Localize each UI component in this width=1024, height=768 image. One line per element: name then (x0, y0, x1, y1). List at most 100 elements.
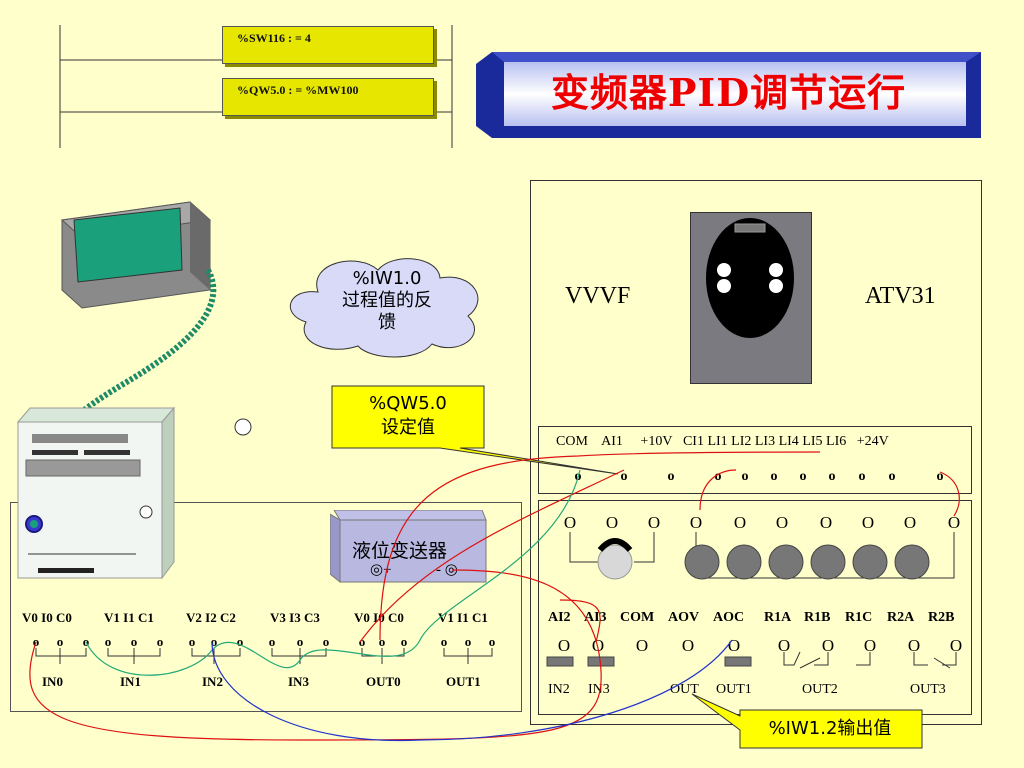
plc-group-in0: V0 I0 C0 (22, 610, 72, 625)
atv31-label: ATV31 (865, 283, 936, 309)
sub-out3: OUT3 (910, 682, 946, 697)
svg-text:o: o (83, 634, 90, 649)
svg-text:o: o (829, 469, 836, 484)
terminal-li5: LI5 (802, 434, 823, 449)
ladder-operate-block-1: %SW116 : = 4 (222, 26, 434, 64)
svg-text:o: o (379, 634, 386, 649)
terminal-li2: LI2 (731, 434, 752, 449)
terminal-ci1: CI1 (682, 434, 704, 449)
wire-teal-signal (85, 469, 581, 676)
terminal-10v: +10V (640, 434, 673, 449)
term-ai2: AI2 (548, 610, 571, 625)
setpoint-line2: 设定值 (381, 417, 435, 438)
svg-text:O: O (864, 636, 876, 655)
plc-and-monitor (16, 201, 217, 580)
terminal-li3: LI3 (754, 434, 776, 449)
sub-out1: OUT1 (716, 682, 752, 697)
svg-text:o: o (131, 634, 138, 649)
vvvf-label: VVVF (565, 283, 631, 309)
svg-text:o: o (621, 469, 628, 484)
svg-text:O: O (734, 513, 746, 532)
svg-text:o: o (715, 469, 722, 484)
svg-text:o: o (189, 634, 196, 649)
sub-in2: IN2 (548, 682, 570, 697)
plc-group-in3: V3 I3 C3 (270, 610, 320, 625)
svg-text:o: o (771, 469, 778, 484)
plc-group-in1: V1 I1 C1 (104, 610, 154, 625)
svg-text:o: o (937, 469, 944, 484)
svg-text:O: O (690, 513, 702, 532)
terminal-li4: LI4 (778, 434, 799, 449)
cloud-line1: %IW1.0 (352, 268, 422, 289)
svg-text:o: o (237, 634, 244, 649)
term-aoc: AOC (713, 610, 745, 625)
wire-transmitter-minus (29, 569, 602, 741)
svg-text:o: o (489, 634, 496, 649)
plc-name-in1: IN1 (120, 674, 141, 689)
output-callout-shape (691, 693, 923, 749)
output-callout-text: %IW1.2输出值 (768, 718, 892, 739)
wire-li-loop (699, 469, 737, 511)
svg-text:o: o (33, 634, 40, 649)
term-r1a: R1A (764, 610, 792, 625)
svg-text:o: o (57, 634, 64, 649)
plc-name-in0: IN0 (42, 674, 63, 689)
bottom-terminal-labels: AI2 AI3 COM AOV AOC R1A R1B R1C R2A R2B (548, 610, 978, 630)
title-banner (476, 52, 981, 138)
term-ai3: AI3 (584, 610, 607, 625)
svg-text:o: o (323, 634, 330, 649)
cloud-text: %IW1.0 过程值的反 馈 (282, 268, 492, 334)
svg-text:o: o (157, 634, 164, 649)
drive-keypad (690, 212, 812, 384)
svg-text:O: O (948, 513, 960, 532)
setpoint-text: %QW5.0 设定值 (334, 392, 482, 440)
term-r2b: R2B (928, 610, 955, 625)
term-aov: AOV (668, 610, 700, 625)
plc-name-out0: OUT0 (366, 674, 401, 689)
svg-text:O: O (822, 636, 834, 655)
sub-in3: IN3 (588, 682, 610, 697)
terminal-ai1: AI1 (601, 434, 623, 449)
ladder-operate-block-2: %QW5.0 : = %MW100 (222, 78, 434, 116)
svg-text:o: o (105, 634, 112, 649)
wire-aoc-feedback (211, 639, 733, 742)
svg-text:O: O (682, 636, 694, 655)
svg-text:o: o (359, 634, 366, 649)
wire-out0-to-ai1 (359, 469, 625, 643)
plc-name-out1: OUT1 (446, 674, 481, 689)
term-r1b: R1B (804, 610, 831, 625)
bottom-sub-labels: IN2 IN3 OUT OUT1 OUT2 OUT3 (548, 682, 978, 702)
svg-text:O: O (558, 636, 570, 655)
plc-name-in2: IN2 (202, 674, 223, 689)
svg-text:o: o (800, 469, 807, 484)
svg-text:o: o (465, 634, 472, 649)
plc-group-in2: V2 I2 C2 (186, 610, 236, 625)
svg-text:O: O (606, 513, 618, 532)
wire-24v-loop (939, 471, 960, 517)
svg-text:O: O (778, 636, 790, 655)
wire-ai3-loop (559, 599, 601, 643)
sub-out2: OUT2 (802, 682, 838, 697)
level-transmitter (330, 510, 487, 584)
svg-text:o: o (889, 469, 896, 484)
term-r1c: R1C (845, 610, 873, 625)
svg-text:o: o (441, 634, 448, 649)
cloud-line2: 过程值的反 (342, 290, 432, 311)
terminal-24v: +24V (856, 434, 889, 449)
svg-text:O: O (636, 636, 648, 655)
terminal-com: COM (556, 434, 588, 449)
svg-text:O: O (776, 513, 788, 532)
svg-text:o: o (211, 634, 218, 649)
wire-setpoint-red (379, 451, 821, 641)
setpoint-line1: %QW5.0 (369, 393, 447, 414)
terminal-li1: LI1 (707, 434, 728, 449)
svg-text:O: O (950, 636, 962, 655)
svg-text:o: o (401, 634, 408, 649)
svg-text:O: O (908, 636, 920, 655)
term-r2a: R2A (887, 610, 915, 625)
cloud-line3: 馈 (378, 312, 396, 333)
